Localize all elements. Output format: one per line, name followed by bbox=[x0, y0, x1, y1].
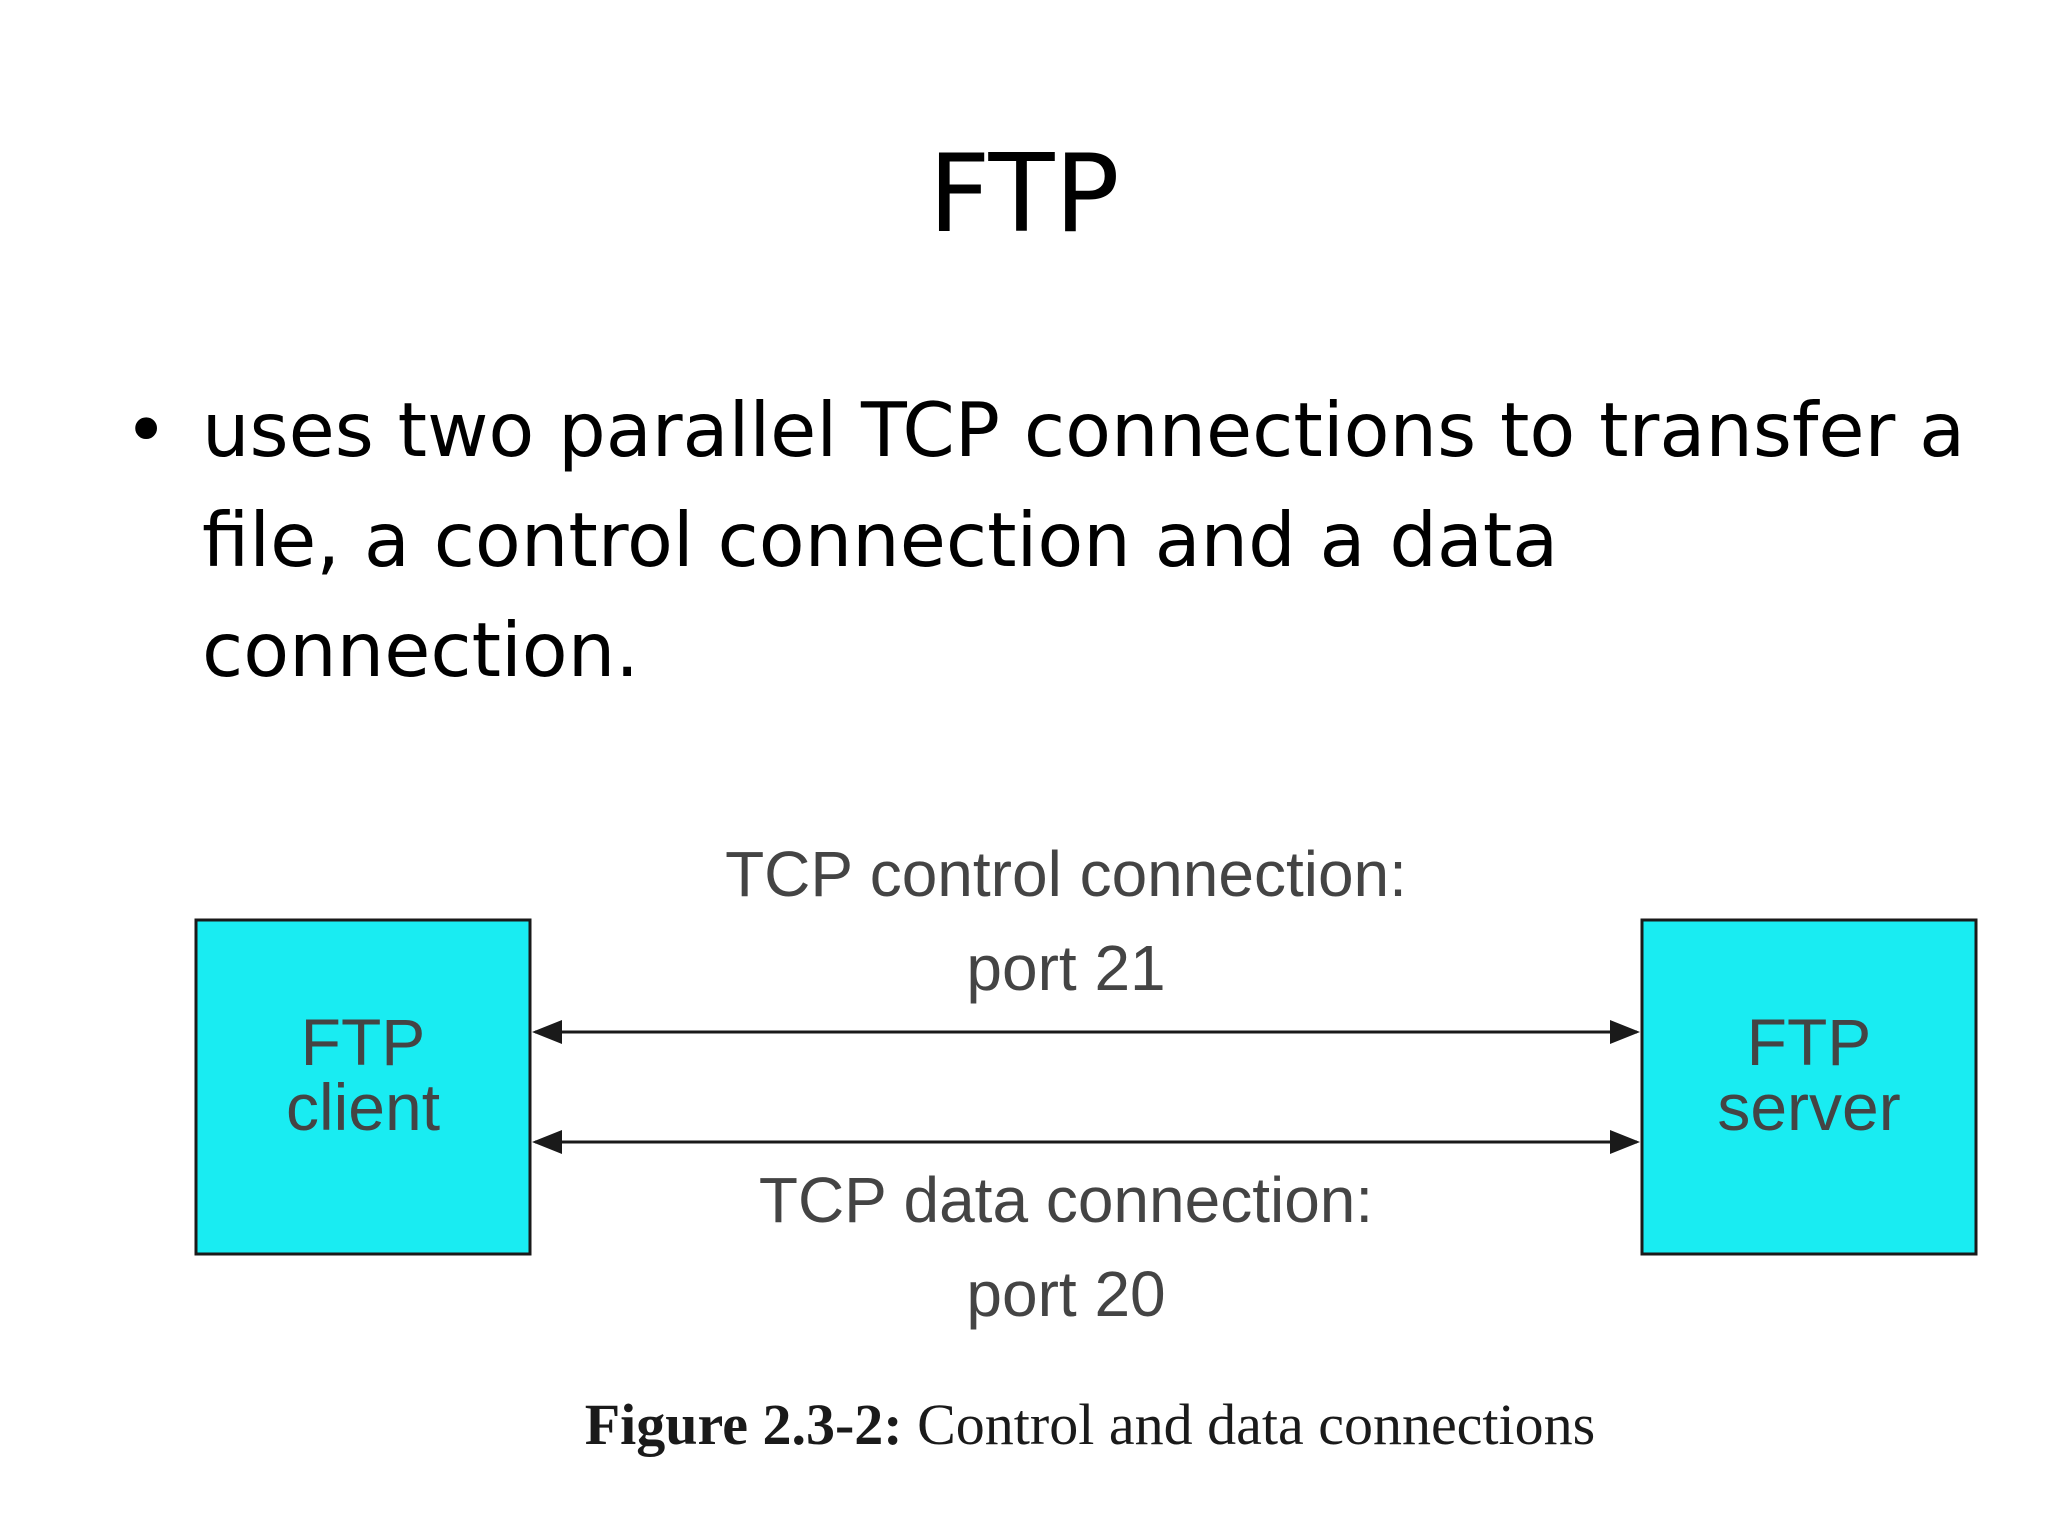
client-box-line2: client bbox=[286, 1070, 440, 1144]
figure-diagram: FTP client FTP server TCP control connec… bbox=[194, 838, 1978, 1330]
data-connection-label: TCP data connection: bbox=[759, 1164, 1373, 1236]
slide-title: FTP bbox=[928, 132, 1120, 257]
figure-caption: Figure 2.3-2: Control and data connectio… bbox=[160, 1390, 2020, 1460]
data-connection-port: port 20 bbox=[966, 1258, 1165, 1330]
server-box-rect bbox=[1640, 918, 1978, 1256]
bullet-text: uses two parallel TCP connections to tra… bbox=[202, 386, 1966, 694]
ftp-client-box: FTP client bbox=[194, 918, 532, 1256]
ftp-connections-figure: FTP client FTP server TCP control connec… bbox=[160, 820, 2020, 1500]
bullet-dot-icon: • bbox=[124, 386, 169, 474]
server-box-line1: FTP bbox=[1747, 1005, 1872, 1079]
client-box-line1: FTP bbox=[301, 1005, 426, 1079]
server-box-line2: server bbox=[1717, 1070, 1900, 1144]
bullet-item: • uses two parallel TCP connections to t… bbox=[110, 375, 1990, 705]
control-connection-port: port 21 bbox=[966, 932, 1165, 1004]
figure-caption-label: Figure 2.3-2: bbox=[584, 1392, 903, 1457]
figure-caption-text: Control and data connections bbox=[902, 1392, 1596, 1457]
bullet-list: • uses two parallel TCP connections to t… bbox=[110, 375, 1990, 705]
client-box-rect bbox=[194, 918, 532, 1256]
control-connection-label: TCP control connection: bbox=[725, 838, 1407, 910]
ftp-server-box: FTP server bbox=[1640, 918, 1978, 1256]
